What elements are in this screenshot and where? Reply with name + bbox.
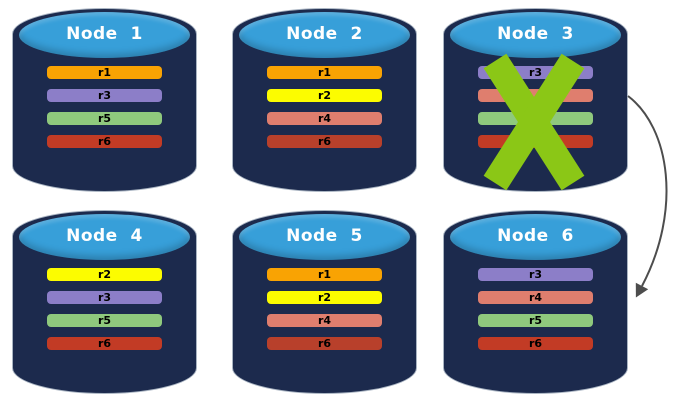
replica-label: r6: [317, 135, 332, 148]
replica-bar-r5: r5: [478, 314, 593, 327]
node-1: Node 1 r1 r3 r5 r6: [12, 8, 197, 192]
node-1-replica-list: r1 r3 r5 r6: [47, 66, 162, 148]
replica-label: r4: [528, 291, 543, 304]
replica-bar-r4: r4: [267, 112, 382, 125]
node-4-cylinder-top-ellipse: [19, 214, 190, 260]
node-1-cylinder-top-ellipse: [19, 12, 190, 58]
node-6-title: Node 6: [497, 226, 574, 246]
replica-label: r3: [528, 268, 543, 281]
node-5-title: Node 5: [286, 226, 363, 246]
replica-label: r3: [528, 66, 543, 79]
node-2-title: Node 2: [286, 24, 363, 44]
node-4: Node 4 r2 r3 r5 r6: [12, 210, 197, 394]
node-5-cylinder-top-ellipse: [239, 214, 410, 260]
node-6-replica-list: r3 r4 r5 r6: [478, 268, 593, 350]
node-4-title: Node 4: [66, 226, 143, 246]
replica-bar-r6: r6: [478, 337, 593, 350]
replica-label: r2: [97, 268, 112, 281]
replica-bar-r3: r3: [47, 89, 162, 102]
replica-bar-r1: r1: [267, 66, 382, 79]
replica-label: r5: [528, 314, 543, 327]
replica-label: r5: [97, 314, 112, 327]
rebalance-arrow-curve: [627, 95, 668, 287]
replica-label: r1: [317, 268, 332, 281]
replica-label: r6: [317, 337, 332, 350]
node-3-title: Node 3: [497, 24, 574, 44]
replica-bar-r6: r6: [267, 337, 382, 350]
replica-bar-r1: r1: [267, 268, 382, 281]
replica-bar-r3: r3: [478, 268, 593, 281]
replica-bar-r3: r3: [478, 66, 593, 79]
replica-label: r5: [97, 112, 112, 125]
replica-bar-r6: r6: [267, 135, 382, 148]
replica-label: r1: [97, 66, 112, 79]
node-2-replica-list: r1 r2 r4 r6: [267, 66, 382, 148]
replica-bar-r5: [478, 112, 593, 125]
replica-label: r4: [317, 112, 332, 125]
replica-bar-r6: r6: [47, 337, 162, 350]
replica-bar-r3: r3: [47, 291, 162, 304]
replica-label: r3: [97, 89, 112, 102]
replica-bar-r4: r4: [478, 291, 593, 304]
replica-bar-r4: [478, 89, 593, 102]
replica-label: r6: [97, 337, 112, 350]
node-3: Node 3 r3: [443, 8, 628, 192]
replica-bar-r5: r5: [47, 112, 162, 125]
replica-label: r1: [317, 66, 332, 79]
replica-label: r3: [97, 291, 112, 304]
replica-label: r2: [317, 89, 332, 102]
node-3-cylinder-top-ellipse: [450, 12, 621, 58]
replica-bar-r1: r1: [47, 66, 162, 79]
replica-label: r6: [97, 135, 112, 148]
replica-bar-r2: r2: [267, 89, 382, 102]
replica-bar-r6: r6: [47, 135, 162, 148]
node-3-replica-list: r3: [478, 66, 593, 148]
node-1-title: Node 1: [66, 24, 143, 44]
node-5-replica-list: r1 r2 r4 r6: [267, 268, 382, 350]
replica-bar-r5: r5: [47, 314, 162, 327]
node-6: Node 6 r3 r4 r5 r6: [443, 210, 628, 394]
node-4-replica-list: r2 r3 r5 r6: [47, 268, 162, 350]
replica-bar-r6: [478, 135, 593, 148]
node-2: Node 2 r1 r2 r4 r6: [232, 8, 417, 192]
node-5: Node 5 r1 r2 r4 r6: [232, 210, 417, 394]
node-6-cylinder-top-ellipse: [450, 214, 621, 260]
node-2-cylinder-top-ellipse: [239, 12, 410, 58]
replica-label: r4: [317, 314, 332, 327]
rebalance-arrow-icon: [627, 95, 668, 298]
replica-bar-r2: r2: [267, 291, 382, 304]
replica-bar-r4: r4: [267, 314, 382, 327]
rebalance-arrow-head: [635, 282, 649, 298]
replica-label: r6: [528, 337, 543, 350]
replica-label: r2: [317, 291, 332, 304]
replica-bar-r2: r2: [47, 268, 162, 281]
